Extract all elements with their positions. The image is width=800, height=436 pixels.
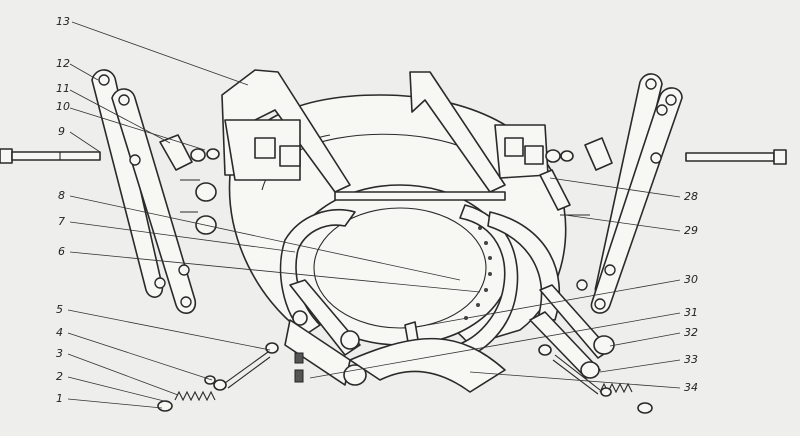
label-8: 8 bbox=[58, 189, 65, 202]
label-33: 33 bbox=[684, 353, 698, 366]
left-bolt bbox=[0, 148, 101, 164]
top-bracket bbox=[221, 69, 549, 201]
label-30: 30 bbox=[684, 273, 698, 286]
label-4: 4 bbox=[56, 326, 63, 339]
label-9: 9 bbox=[58, 125, 65, 138]
label-5: 5 bbox=[56, 303, 63, 316]
right-spring-stack bbox=[538, 344, 653, 414]
left-linkage bbox=[284, 279, 367, 386]
left-brake-shoe bbox=[279, 209, 356, 336]
label-2: 2 bbox=[56, 370, 63, 383]
label-7: 7 bbox=[58, 215, 65, 228]
right-lever bbox=[576, 73, 683, 314]
label-31: 31 bbox=[684, 306, 698, 319]
label-6: 6 bbox=[58, 245, 65, 258]
label-29: 29 bbox=[684, 224, 698, 237]
label-32: 32 bbox=[684, 326, 698, 339]
sector-plate bbox=[349, 337, 506, 393]
right-bolt bbox=[685, 149, 787, 165]
label-3: 3 bbox=[56, 347, 63, 360]
label-10: 10 bbox=[56, 100, 70, 113]
label-11: 11 bbox=[56, 82, 70, 95]
left-lever bbox=[91, 69, 197, 314]
left-spring-stack bbox=[157, 342, 279, 412]
label-13: 13 bbox=[56, 15, 70, 28]
label-28: 28 bbox=[684, 190, 698, 203]
right-linkage bbox=[404, 284, 615, 379]
label-34: 34 bbox=[684, 381, 698, 394]
right-pins bbox=[539, 137, 613, 216]
label-12: 12 bbox=[56, 57, 70, 70]
leader-lines bbox=[67, 21, 681, 409]
label-1: 1 bbox=[56, 392, 63, 405]
